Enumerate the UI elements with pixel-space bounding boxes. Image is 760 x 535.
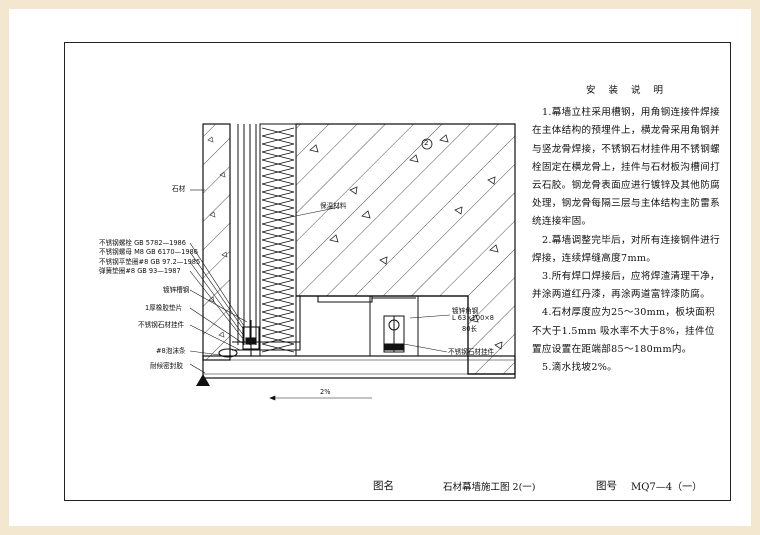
note-item: 5.滴水找坡2%。 bbox=[542, 362, 618, 374]
label-insulation: 保温材料 bbox=[320, 202, 347, 210]
label-foam-rod: #8泡沫条 bbox=[156, 347, 186, 355]
leader-lines bbox=[189, 189, 451, 401]
installation-notes: 安 装 说 明 1.幕墙立柱采用槽钢，用角钢连接件焊接在主体结构的预埋件上，横龙… bbox=[532, 82, 722, 377]
label-hanger: 不锈钢石材挂件 bbox=[138, 321, 185, 329]
label-channel: 镀锌槽钢 bbox=[163, 286, 190, 294]
label-spring-washer: 弹簧垫圈#8 GB 93—1987 bbox=[99, 267, 181, 275]
label-angle-length: 80长 bbox=[462, 325, 477, 333]
bracket-detail bbox=[369, 295, 419, 357]
label-angle-spec: L 63×100×8 bbox=[452, 314, 494, 322]
drawing-title: 石材幕墙施工图 2(一) bbox=[443, 482, 536, 493]
label-hanger-2: 不锈钢石材挂件 bbox=[448, 348, 495, 356]
label-sealant: 耐候密封胶 bbox=[150, 362, 183, 370]
insulation-layer bbox=[259, 123, 297, 357]
concrete-structure bbox=[295, 123, 516, 375]
stone-panel bbox=[202, 123, 231, 361]
soffit-panel bbox=[196, 355, 516, 386]
drawing-frame bbox=[64, 42, 731, 501]
angle-steel bbox=[218, 296, 373, 358]
label-stone: 石材 bbox=[172, 185, 186, 193]
label-rubber-pad: 1厚橡胶垫片 bbox=[145, 304, 183, 312]
note-item: 4.石材厚度应为25～30mm，板块面积不大于1.5mm 吸水率不大于8%，挂件… bbox=[532, 307, 715, 355]
title-label: 图名 bbox=[373, 480, 394, 492]
note-item: 2.幕墙调整完毕后，对所有连接钢件进行焊接，连续焊缝高度7mm。 bbox=[532, 234, 720, 264]
label-bolt: 不锈钢螺栓 GB 5782—1986 bbox=[99, 239, 186, 247]
note-item: 1.幕墙立柱采用槽钢，用角钢连接件焊接在主体结构的预埋件上，横龙骨采用角钢并与竖… bbox=[532, 107, 720, 228]
label-angle: 镀锌角钢 bbox=[452, 307, 479, 315]
label-circle-number: 2 bbox=[424, 139, 429, 147]
channel-steel bbox=[237, 124, 257, 345]
number-label: 图号 bbox=[596, 480, 617, 492]
drawing-number: MQ7—4（一） bbox=[631, 482, 703, 493]
notes-title: 安 装 说 明 bbox=[585, 85, 669, 96]
label-nut: 不锈钢螺母 M8 GB 6170—1986 bbox=[99, 248, 198, 256]
label-slope: 2% bbox=[320, 388, 331, 396]
label-flat-washer: 不锈钢平垫圈#8 GB 97.2—1985 bbox=[99, 258, 201, 266]
note-item: 3.所有焊口焊接后，应将焊渣清理干净，并涂两道红丹漆，再涂两道富锌漆防腐。 bbox=[532, 271, 720, 301]
